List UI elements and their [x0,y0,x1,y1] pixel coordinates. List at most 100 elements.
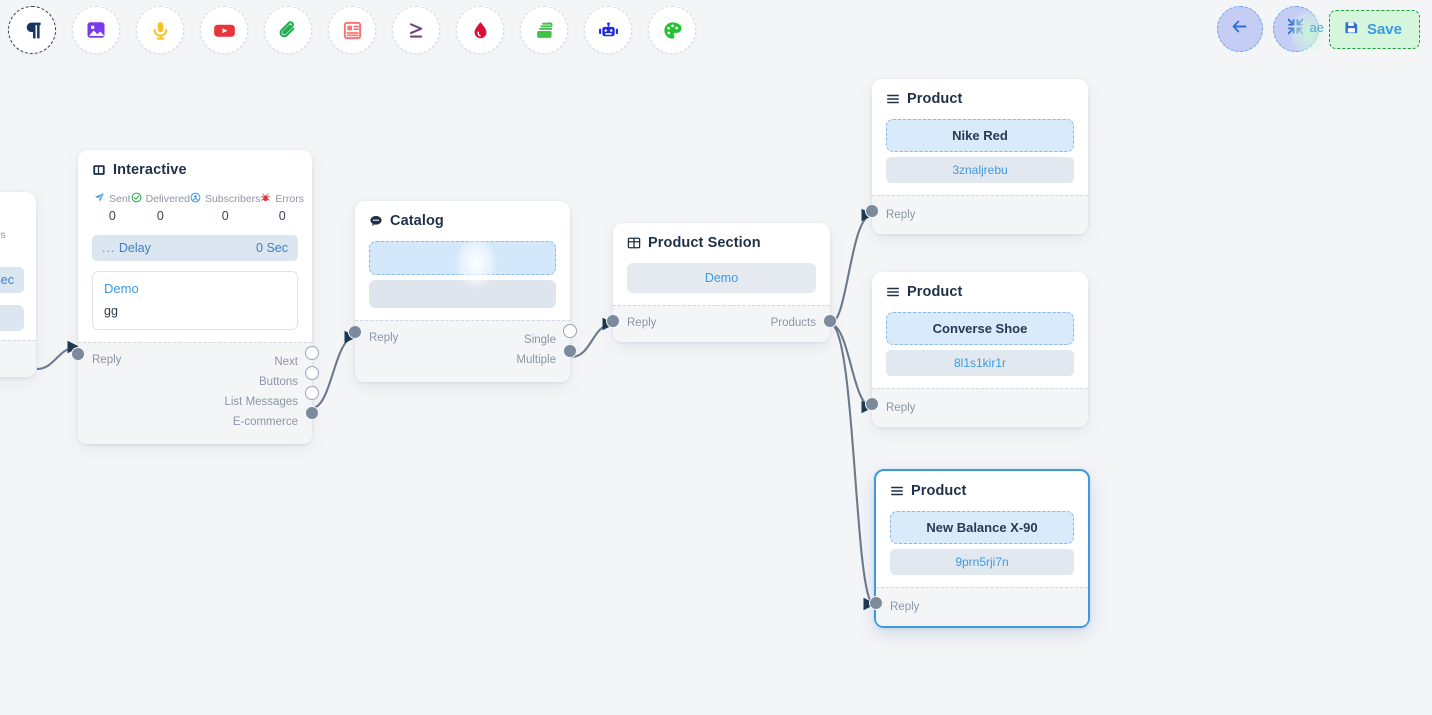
node-title-text: Catalog [390,213,444,229]
paragraph-icon [22,20,43,41]
chat-bubble-icon [369,214,383,228]
product-id[interactable]: 9prn5rji7n [890,549,1074,575]
delay-value: Sec [0,273,14,287]
product-name[interactable]: New Balance X-90 [890,511,1074,544]
port-label-reply: Reply [627,317,657,329]
delay-row[interactable]: Sec [0,267,24,293]
node-title-product: Product [886,284,1074,300]
port-in-reply[interactable] [71,347,85,361]
stat-errors: Errors 0 [0,228,24,259]
product-section-demo-item[interactable]: Demo [627,263,816,293]
node-title-text: Interactive [113,162,187,178]
video-tool[interactable] [200,6,248,54]
stat-value: 0 [108,209,116,223]
node-catalog[interactable]: Catalog Reply Single Multiple [348,201,577,382]
node-title-text: Product [911,483,967,499]
node-title-product: Product [890,483,1074,499]
port-out-products[interactable] [823,314,837,328]
template-tool[interactable] [648,6,696,54]
port-in-reply[interactable] [348,325,362,339]
audio-tool[interactable] [136,6,184,54]
skeleton-secondary [369,280,556,308]
port-label-ecommerce: E-commerce [232,416,298,428]
node-clipped-left[interactable]: Errors 0 Sec essage [0,192,36,377]
image-icon [85,19,107,41]
list-tool[interactable] [520,6,568,54]
greater-equal-icon [406,20,427,41]
node-interactive[interactable]: Interactive Sent 0 [71,150,319,444]
list-stack-icon [534,20,555,41]
collapse-arrows-icon [1286,17,1305,41]
node-product-new-balance-x90[interactable]: Product New Balance X-90 9prn5rji7n Repl… [869,469,1090,628]
node-product-section[interactable]: Product Section Demo Reply Products [606,223,837,342]
list-lines-icon [886,92,900,106]
product-id[interactable]: 3znaljrebu [886,157,1074,183]
delay-row[interactable]: ... Delay 0 Sec [92,235,298,261]
port-out-buttons[interactable] [305,366,319,380]
message-text: gg [104,304,118,318]
fit-view-button[interactable] [1272,6,1319,52]
stat-value: 0 [0,245,24,259]
node-title-product-section: Product Section [627,235,816,251]
top-toolbar: ae Save [0,0,1432,58]
trigger-tool[interactable] [456,6,504,54]
product-name[interactable]: Converse Shoe [886,312,1074,345]
delay-label: Delay [118,241,151,255]
list-lines-icon [886,285,900,299]
port-label-multiple: Multiple [516,354,556,366]
product-id[interactable]: 8l1s1kir1r [886,350,1074,376]
check-circle-icon [131,192,142,206]
robot-icon [598,20,619,41]
product-name[interactable]: Nike Red [886,119,1074,152]
delay-dots: ... [102,241,116,255]
palette-icon [662,20,683,41]
stat-subscribers: Subscribers 0 [190,192,260,223]
port-label-reply: Reply [369,332,399,344]
port-out-single[interactable] [563,324,577,338]
port-label-reply: Reply [886,209,916,221]
port-in-reply[interactable] [869,596,883,610]
port-in-reply[interactable] [865,397,879,411]
interactive-icon [92,163,106,177]
message-card[interactable]: Demo gg [92,271,298,330]
floppy-disk-icon [1344,20,1359,39]
card-tool[interactable] [328,6,376,54]
list-lines-icon [890,484,904,498]
stats-row: Sent 0 Delivered 0 [94,192,304,223]
stat-label: Errors [275,193,305,205]
port-out-ecommerce[interactable] [305,406,319,420]
node-title-text: Product Section [648,235,761,251]
image-tool[interactable] [72,6,120,54]
file-tool[interactable] [264,6,312,54]
text-tool[interactable] [8,6,56,54]
bot-tool[interactable] [584,6,632,54]
port-in-reply[interactable] [865,204,879,218]
microphone-icon [150,20,171,41]
user-circle-icon [190,192,201,206]
port-label-reply: Reply [92,354,122,366]
port-label-products: Products [770,317,816,329]
port-label-next: Next [274,356,298,368]
port-out-next[interactable] [305,346,319,360]
node-product-nike-red[interactable]: Product Nike Red 3znaljrebu Reply [865,79,1088,234]
placeholder-block [0,305,24,331]
port-label-list-messages: List Messages [224,396,298,408]
grid-icon [627,236,641,250]
save-button[interactable]: Save [1328,9,1420,49]
node-title-catalog: Catalog [369,213,556,229]
news-icon [342,20,363,41]
port-in-reply[interactable] [606,314,620,328]
port-out-list-messages[interactable] [305,386,319,400]
condition-tool[interactable] [392,6,440,54]
stat-errors: Errors 0 [260,192,304,223]
paperclip-icon [277,19,299,41]
paper-plane-icon [94,192,105,206]
message-title: Demo [104,281,139,296]
bug-icon [260,192,271,206]
node-title-text: Product [907,91,963,107]
back-button[interactable] [1216,6,1263,52]
node-product-converse-shoe[interactable]: Product Converse Shoe 8l1s1kir1r Reply [865,272,1088,427]
canvas-controls: ae Save [1216,6,1432,56]
port-out-multiple[interactable] [563,344,577,358]
